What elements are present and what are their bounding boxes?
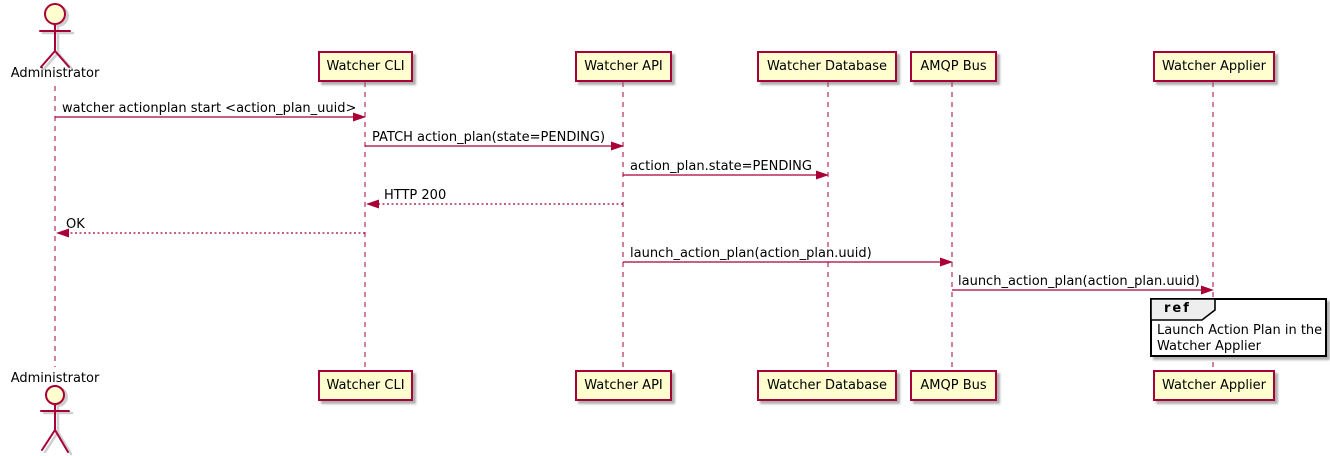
- participant-top-watcher-database: Watcher Database: [757, 51, 897, 82]
- message-label-ok: OK: [66, 217, 85, 232]
- message-arrow-patch-action-plan: [365, 141, 624, 151]
- message-label-launch-action-plan-api: launch_action_plan(action_plan.uuid): [630, 246, 872, 261]
- message-label-actionplan-start: watcher actionplan start <action_plan_uu…: [62, 101, 357, 116]
- participant-top-watcher-cli: Watcher CLI: [318, 51, 413, 82]
- participant-top-watcher-applier: Watcher Applier: [1153, 51, 1275, 82]
- message-arrow-http-200: [366, 199, 623, 209]
- participant-bottom-watcher-applier: Watcher Applier: [1153, 370, 1275, 401]
- message-arrow-actionplan-start: [55, 112, 366, 122]
- message-arrow-launch-action-plan-api: [623, 257, 953, 267]
- ref-text-line-1: Launch Action Plan in the: [1157, 323, 1323, 338]
- participant-bottom-watcher-database: Watcher Database: [757, 370, 897, 401]
- ref-header-pentagon: [1150, 298, 1216, 321]
- actor-icon: [39, 3, 75, 71]
- message-arrow-ok: [56, 228, 365, 238]
- message-arrow-state-pending: [623, 170, 829, 180]
- ref-text-line-2: Watcher Applier: [1157, 339, 1261, 354]
- participant-bottom-watcher-api: Watcher API: [575, 370, 672, 401]
- participant-bottom-amqp-bus: AMQP Bus: [910, 370, 997, 401]
- actor-label-administrator-bottom: Administrator: [10, 371, 100, 386]
- actor-icon-bottom: [40, 385, 74, 456]
- message-label-state-pending: action_plan.state=PENDING: [630, 159, 812, 174]
- message-label-patch-action-plan: PATCH action_plan(state=PENDING): [372, 130, 606, 145]
- participant-top-watcher-api: Watcher API: [575, 51, 672, 82]
- message-arrow-launch-action-plan-amqp: [952, 285, 1214, 295]
- actor-label-administrator-top: Administrator: [10, 66, 100, 81]
- ref-keyword: ref: [1164, 301, 1191, 316]
- participant-top-amqp-bus: AMQP Bus: [910, 51, 997, 82]
- message-label-launch-action-plan-amqp: launch_action_plan(action_plan.uuid): [958, 274, 1200, 289]
- message-label-http-200: HTTP 200: [384, 188, 447, 203]
- ref-fragment: ref Launch Action Plan in the Watcher Ap…: [1150, 298, 1327, 357]
- participant-bottom-watcher-cli: Watcher CLI: [318, 370, 413, 401]
